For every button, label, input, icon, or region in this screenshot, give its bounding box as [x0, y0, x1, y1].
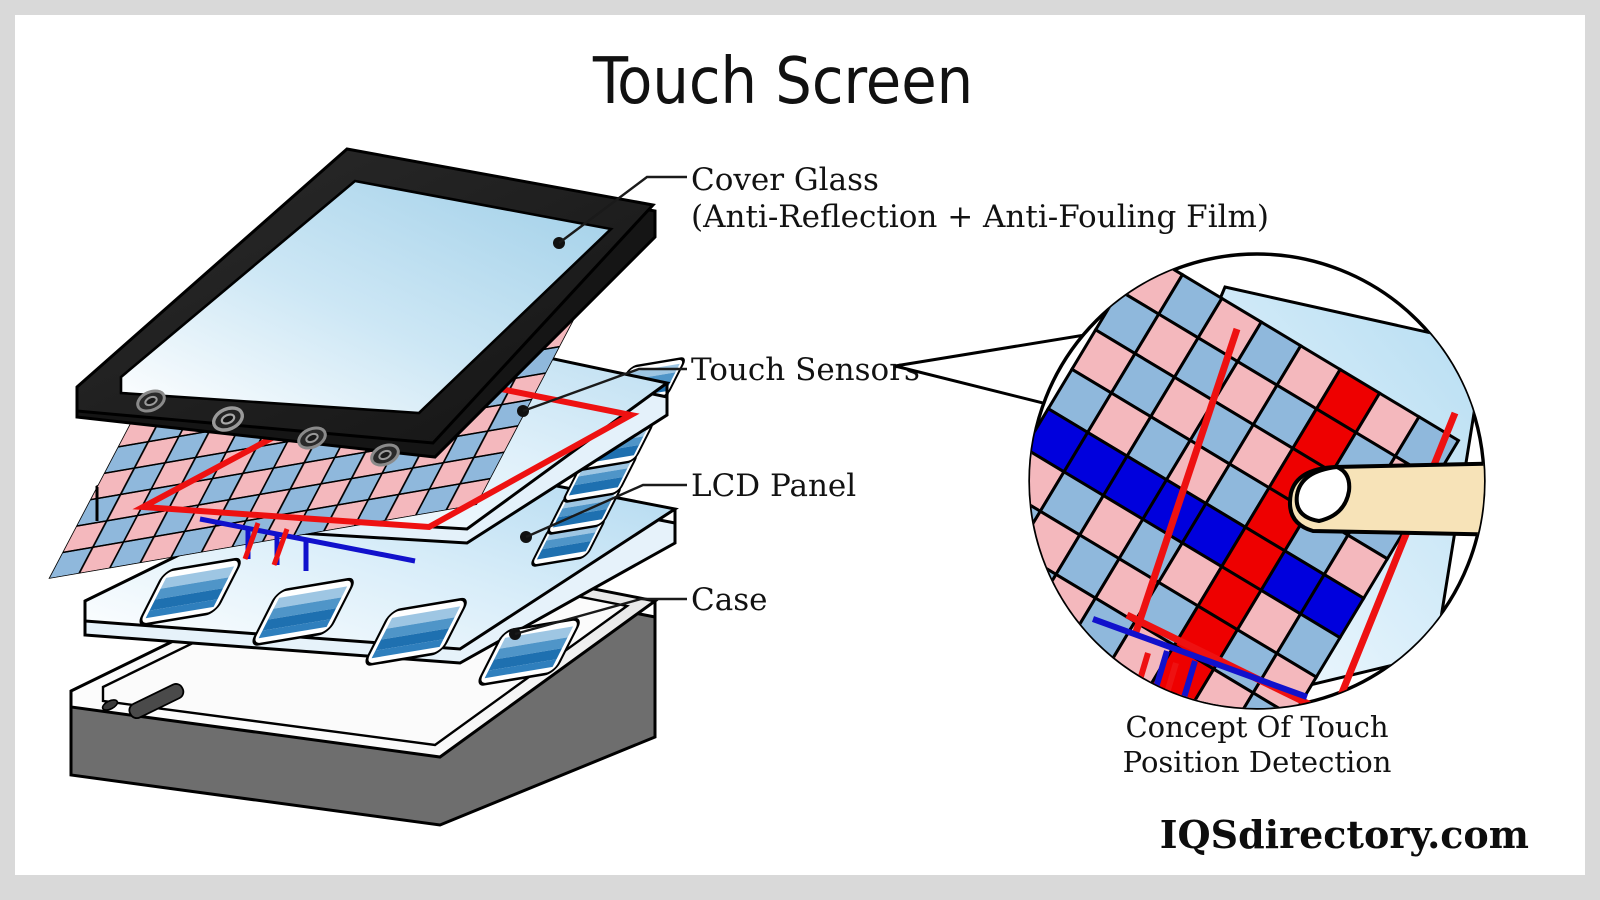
- bezel-button-2[interactable]: [210, 404, 246, 434]
- label-case: Case: [691, 582, 767, 618]
- case-port-small: [101, 699, 119, 711]
- label-cover-glass-line2: (Anti-Reflection + Anti-Fouling Film): [691, 199, 1269, 235]
- bezel-button-4[interactable]: [369, 441, 402, 469]
- screen-surface: [119, 179, 614, 415]
- case-port-large: [128, 683, 185, 720]
- callout-trace-blue: [1091, 616, 1309, 700]
- callout-trace-red-left: [1131, 327, 1241, 637]
- leader-lines: [509, 175, 687, 640]
- finger-icon: [1288, 460, 1484, 538]
- bezel-button-1[interactable]: [135, 387, 168, 415]
- label-cover-glass-line1: Cover Glass: [691, 162, 879, 198]
- lcd-pixel-row-front: [139, 557, 580, 686]
- diagram-area: Touch Screen: [15, 15, 1585, 875]
- magnifier-callout: [894, 252, 1486, 710]
- callout-caption-line1: Concept Of Touch: [1125, 710, 1388, 744]
- layer-cover-glass: [75, 147, 657, 469]
- callout-grid: [1030, 254, 1461, 708]
- label-lcd-panel: LCD Panel: [691, 468, 856, 504]
- watermark: IQSdirectory.com: [1160, 812, 1529, 857]
- bezel-button-3[interactable]: [296, 424, 329, 452]
- callout-caption-line2: Position Detection: [1123, 745, 1392, 779]
- fingernail: [1294, 464, 1352, 524]
- label-touch-sensors: Touch Sensors: [691, 352, 920, 388]
- page-title: Touch Screen: [592, 45, 973, 119]
